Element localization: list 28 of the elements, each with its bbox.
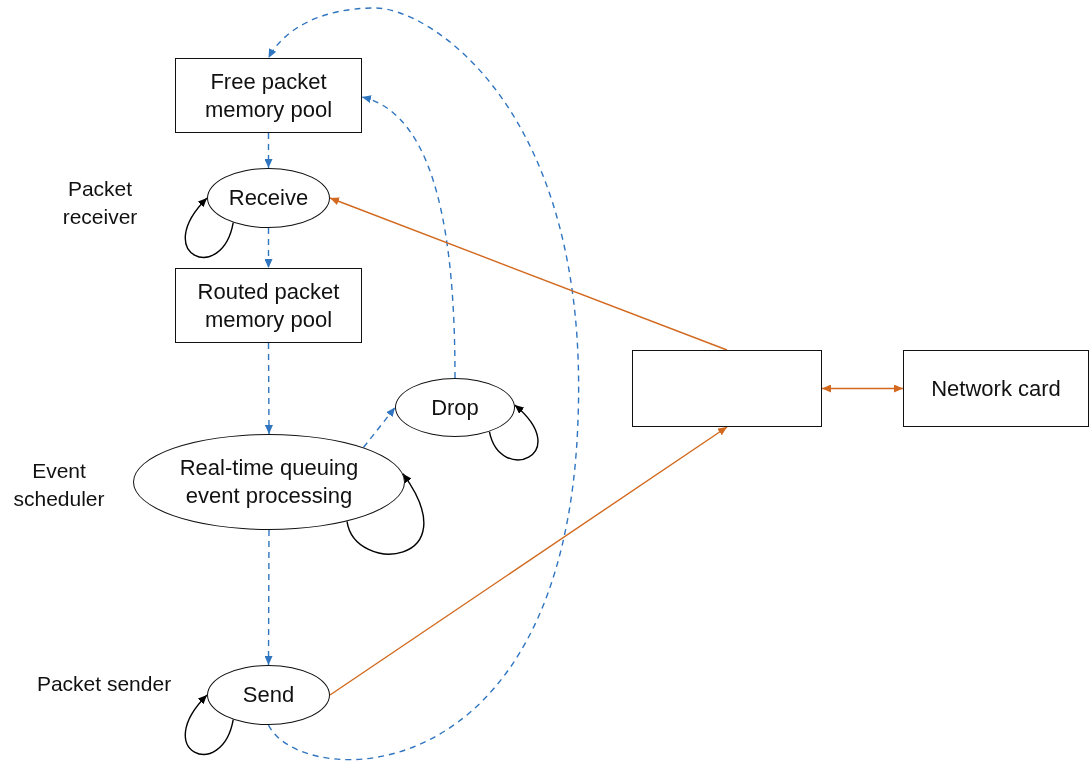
arrow xyxy=(821,384,904,393)
arrow xyxy=(329,197,728,351)
node-label: Send xyxy=(242,681,295,709)
process-box xyxy=(175,58,362,133)
empty-box xyxy=(632,350,822,427)
role-label: Event scheduler xyxy=(12,458,106,512)
process-box xyxy=(903,350,1089,427)
self-loop-arrow xyxy=(488,404,539,461)
node-label: Real-time queuing event processing xyxy=(178,454,360,510)
arrow xyxy=(329,426,728,696)
arrow xyxy=(267,7,579,760)
process-box xyxy=(175,268,362,343)
self-loop-arrow xyxy=(346,472,425,555)
arrow xyxy=(264,132,273,169)
role-label: Packet receiver xyxy=(61,176,139,230)
arrow xyxy=(264,342,273,435)
arrow xyxy=(264,227,273,269)
node-label: Receive xyxy=(228,184,309,212)
arrow xyxy=(362,406,396,449)
arrow xyxy=(361,96,456,379)
self-loop-arrow xyxy=(184,197,234,258)
self-loop-arrow xyxy=(184,694,234,755)
node-label: Drop xyxy=(431,393,479,422)
arrow xyxy=(264,529,273,666)
role-label: Packet sender xyxy=(35,671,173,697)
node-label: Routed packet memory pool xyxy=(196,277,341,334)
node-label: Network card xyxy=(931,374,1061,403)
node-label: Free packet memory pool xyxy=(203,67,334,124)
